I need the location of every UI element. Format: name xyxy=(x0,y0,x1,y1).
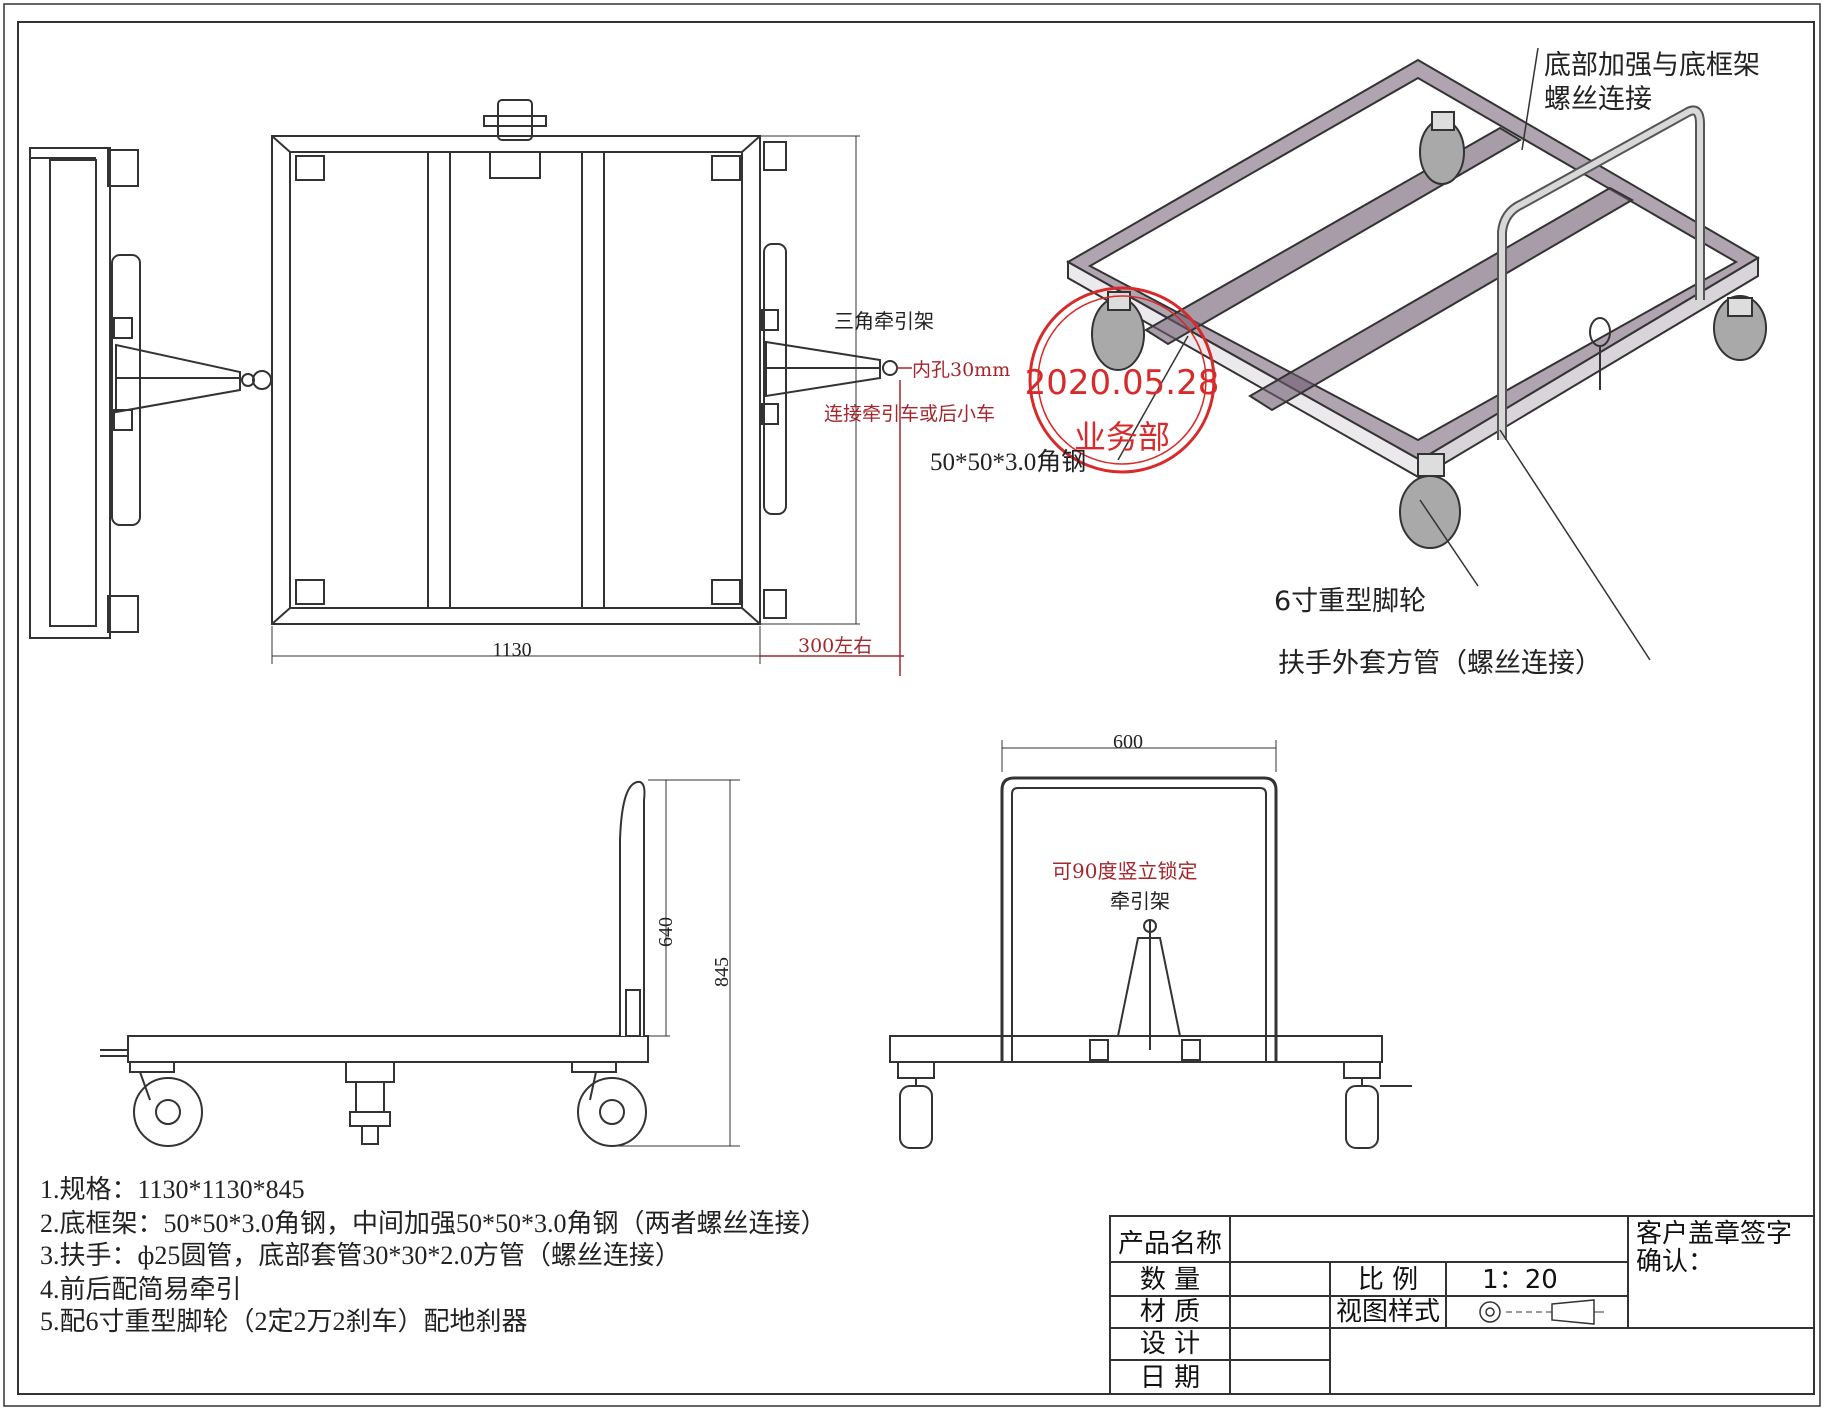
label-connect: 连接牵引车或后小车 xyxy=(824,403,995,425)
tb-design: 设 计 xyxy=(1140,1329,1200,1359)
label-bolt-2: 螺丝连接 xyxy=(1544,84,1652,115)
note-line: 3.扶手：ф25圆管，底部套管30*30*2.0方管（螺丝连接） xyxy=(40,1241,681,1270)
label-tow: 三角牵引架 xyxy=(834,309,934,333)
note-line: 2.底框架：50*50*3.0角钢，中间加强50*50*3.0角钢（两者螺丝连接… xyxy=(40,1209,827,1238)
tb-scale-label: 比 例 xyxy=(1358,1265,1418,1295)
company-stamp: 2020.05.28 业务部 xyxy=(1025,286,1220,474)
dim-640: 640 xyxy=(655,917,677,947)
stamp-date: 2020.05.28 xyxy=(1025,363,1220,403)
label-lock: 可90度竖立锁定 xyxy=(1052,859,1197,883)
tb-scale-value: 1：20 xyxy=(1482,1265,1558,1295)
label-front-tow: 牵引架 xyxy=(1110,889,1170,913)
note-line: 4.前后配简易牵引 xyxy=(40,1275,242,1304)
title-block xyxy=(1109,1215,1815,1395)
note-line: 5.配6寸重型脚轮（2定2万2刹车）配地刹器 xyxy=(40,1307,528,1336)
tb-date: 日 期 xyxy=(1140,1363,1200,1393)
tb-customer: 客户盖章签字 xyxy=(1636,1219,1792,1249)
front-view xyxy=(889,740,1412,1149)
label-bolt: 底部加强与底框架 xyxy=(1544,50,1760,81)
tb-quantity: 数 量 xyxy=(1140,1265,1200,1295)
dim-tow: 300左右 xyxy=(798,635,872,657)
iso-view xyxy=(1065,47,1767,661)
tb-view-style: 视图样式 xyxy=(1336,1297,1440,1327)
label-caster: 6寸重型脚轮 xyxy=(1274,586,1426,617)
note-line: 1.规格：1130*1130*845 xyxy=(40,1175,305,1204)
top-view xyxy=(271,99,898,664)
label-hole: 内孔30mm xyxy=(912,359,1010,381)
dim-width: 1130 xyxy=(492,639,531,661)
left-partial-view xyxy=(29,147,272,639)
tb-confirm: 确认： xyxy=(1636,1247,1714,1277)
label-handle: 扶手外套方管（螺丝连接） xyxy=(1278,648,1602,679)
label-angle: 50*50*3.0角钢 xyxy=(930,448,1086,476)
top-view-red-dims xyxy=(760,367,912,676)
side-view xyxy=(100,779,740,1147)
dim-845: 845 xyxy=(711,957,733,987)
tb-product-name: 产品名称 xyxy=(1118,1229,1222,1259)
tb-material: 材 质 xyxy=(1140,1297,1200,1327)
spec-notes: 1.规格：1130*1130*845 2.底框架：50*50*3.0角钢，中间加… xyxy=(40,1175,827,1336)
dim-600: 600 xyxy=(1113,731,1143,753)
stamp-dept: 业务部 xyxy=(1074,418,1170,456)
